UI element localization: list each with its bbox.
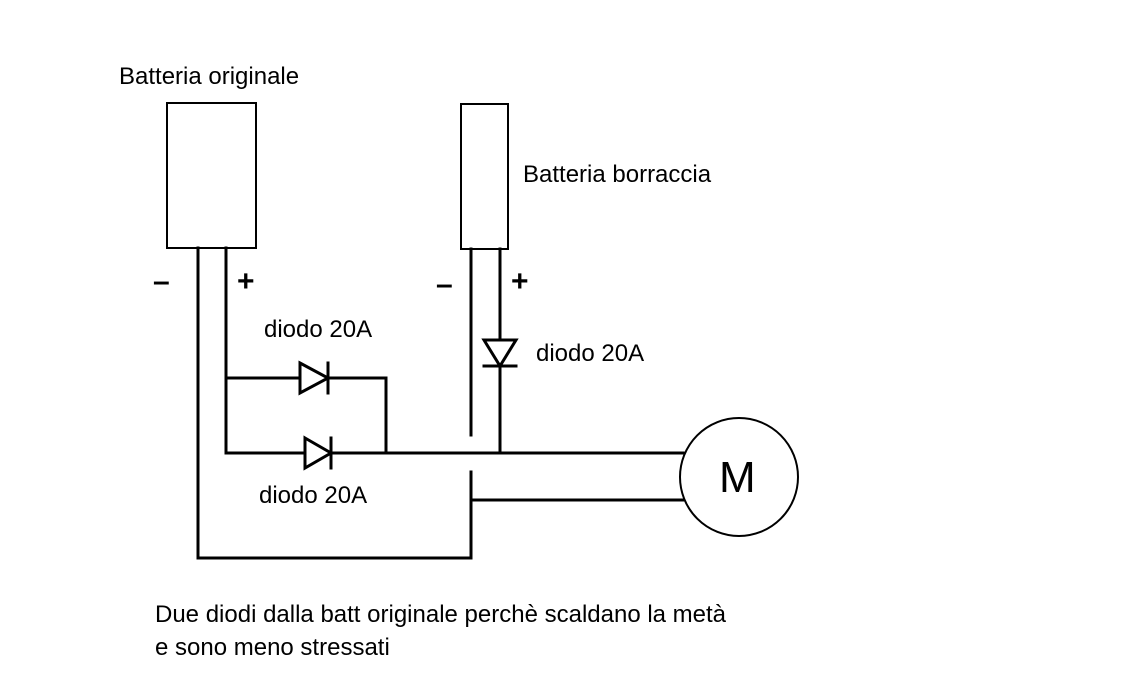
bottle-battery-body (460, 103, 509, 250)
note-line-2: e sono meno stressati (155, 634, 390, 661)
original-battery-minus: – (153, 265, 170, 298)
note-line-1: Due diodi dalla batt originale perchè sc… (155, 601, 727, 628)
bottle-battery-minus: – (436, 268, 453, 301)
upper-diode-label: diodo 20A (264, 316, 373, 343)
original-battery-plus: + (237, 265, 255, 298)
bottle-battery-label: Batteria borraccia (523, 161, 712, 188)
motor-label: M (719, 453, 756, 502)
bottle-diode-triangle (481, 338, 519, 369)
lower-diode-triangle (303, 435, 335, 471)
bottle-diode-label: diodo 20A (536, 340, 645, 367)
bottle-battery-plus: + (511, 265, 529, 298)
original-battery-body (166, 102, 257, 249)
motor-circle (679, 417, 799, 537)
original-battery-label: Batteria originale (119, 63, 300, 90)
lower-diode-label: diodo 20A (259, 482, 368, 509)
upper-diode-triangle (298, 360, 332, 396)
